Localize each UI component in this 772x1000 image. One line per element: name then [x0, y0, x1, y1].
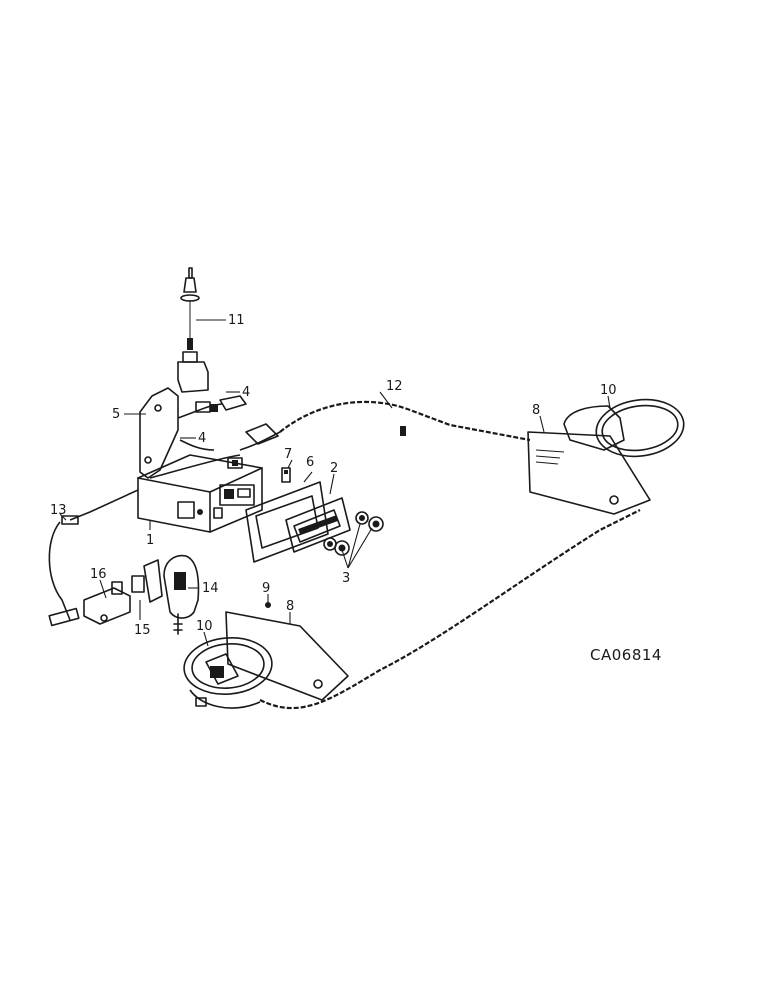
lower-bracket: [83, 581, 131, 625]
callout-6: 6: [306, 455, 314, 470]
callout-11: 11: [228, 313, 245, 328]
antenna-assembly: [177, 267, 209, 393]
speaker-upper: [563, 398, 685, 458]
callout-15: 15: [134, 623, 151, 638]
control-knobs: [323, 511, 384, 556]
callout-13: 13: [50, 503, 67, 518]
callout-4-lower: 4: [198, 431, 206, 446]
mounting-clip: [131, 559, 163, 603]
callout-14: 14: [202, 581, 219, 596]
callout-7: 7: [284, 447, 292, 462]
callout-3: 3: [342, 571, 350, 586]
callout-12: 12: [386, 379, 403, 394]
trim-plate: [285, 497, 351, 553]
callout-4-upper: 4: [242, 385, 250, 400]
grommet: [265, 602, 271, 608]
speaker-plate-upper: [527, 431, 651, 515]
callout-10-upper: 10: [600, 383, 617, 398]
callout-leaders: [59, 319, 611, 647]
callout-9: 9: [262, 581, 270, 596]
retaining-screw: [281, 467, 291, 483]
speaker-lower: [183, 637, 273, 695]
drawing-reference-code: CA06814: [590, 646, 662, 664]
callout-16: 16: [90, 567, 107, 582]
callout-labels: 11 12 4 4 5 7 6 2 3 1 13 16 15 14 9 8 10…: [50, 313, 617, 638]
callout-2: 2: [330, 461, 338, 476]
mounting-bracket: [139, 387, 179, 479]
callout-1: 1: [146, 533, 154, 548]
antenna-lead-cable: [48, 489, 139, 627]
callout-5: 5: [112, 407, 120, 422]
harness-connectors: [149, 395, 281, 479]
callout-8-upper: 8: [532, 403, 540, 418]
speaker-plate-lower: [225, 611, 349, 701]
microphone: [163, 554, 200, 635]
speaker-cable-upper: [279, 400, 531, 442]
radio-receiver-unit: [137, 454, 263, 533]
callout-8-lower: 8: [286, 599, 294, 614]
callout-10-lower: 10: [196, 619, 213, 634]
speaker-cable-lower: [189, 509, 641, 710]
